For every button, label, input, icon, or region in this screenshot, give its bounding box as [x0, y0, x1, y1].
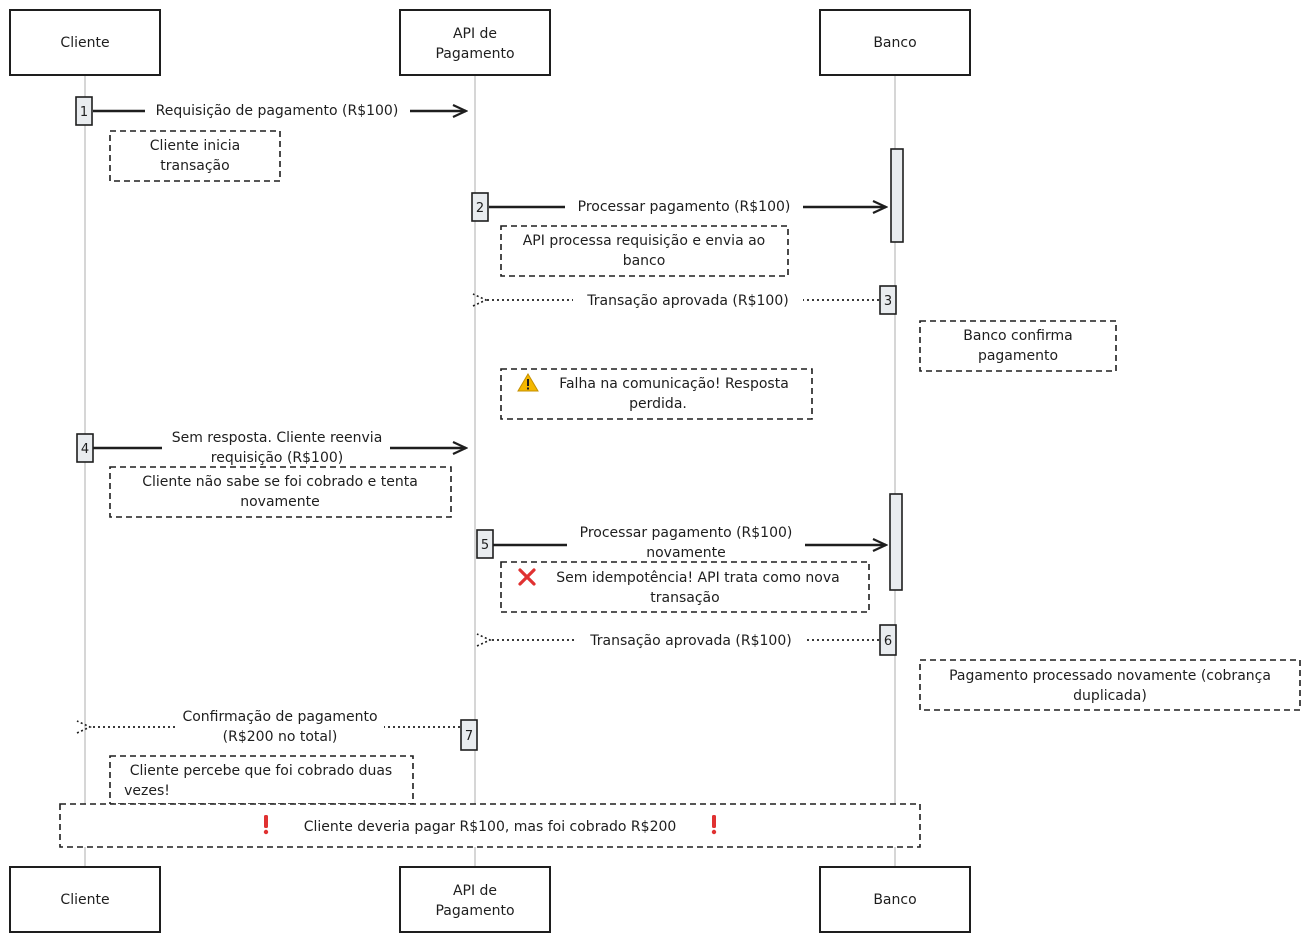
exclamation-icon	[711, 815, 717, 835]
participant-banco-top: Banco	[819, 9, 971, 76]
step-number: 2	[476, 201, 484, 216]
exclamation-icon	[263, 815, 269, 835]
message-label: Confirmação de pagamento(R$200 no total)	[182, 709, 377, 745]
message-5: Processar pagamento (R$100)novamente 5	[476, 523, 886, 563]
participant-label: Cliente	[60, 892, 109, 908]
message-3: Transação aprovada (R$100) 3	[486, 286, 897, 314]
participant-label: Cliente	[60, 35, 109, 51]
cross-icon	[518, 568, 536, 586]
message-label: Transação aprovada (R$100)	[589, 633, 791, 649]
participant-banco-bottom: Banco	[819, 866, 971, 933]
note-7: Pagamento processado novamente (cobrança…	[919, 659, 1301, 711]
step-number: 4	[81, 442, 89, 457]
participant-label: Banco	[873, 892, 916, 908]
step-number: 7	[465, 729, 473, 744]
message-6: Transação aprovada (R$100) 6	[490, 624, 897, 656]
message-7: Confirmação de pagamento(R$200 no total)…	[90, 706, 478, 751]
note-text: Cliente deveria pagar R$100, mas foi cob…	[304, 819, 677, 835]
message-label: Transação aprovada (R$100)	[586, 293, 788, 309]
participant-cliente-bottom: Cliente	[9, 866, 161, 933]
message-label: Processar pagamento (R$100)novamente	[580, 525, 793, 561]
participant-cliente-top: Cliente	[9, 9, 161, 76]
warning-icon	[517, 373, 539, 392]
participant-label: Banco	[873, 35, 916, 51]
step-number: 3	[884, 294, 892, 309]
step-number: 5	[481, 538, 489, 553]
activation-bar	[890, 148, 904, 243]
message-2: Processar pagamento (R$100) 2	[471, 192, 886, 222]
message-label: Processar pagamento (R$100)	[578, 199, 791, 215]
step-number: 1	[80, 105, 88, 120]
note-text: Pagamento processado novamente (cobrança…	[949, 668, 1271, 704]
message-label: Requisição de pagamento (R$100)	[156, 103, 399, 119]
step-number: 6	[884, 634, 892, 649]
message-1: Requisição de pagamento (R$100) 1	[75, 96, 466, 126]
activation-bar	[889, 493, 903, 591]
note-9: Cliente deveria pagar R$100, mas foi cob…	[59, 803, 921, 848]
